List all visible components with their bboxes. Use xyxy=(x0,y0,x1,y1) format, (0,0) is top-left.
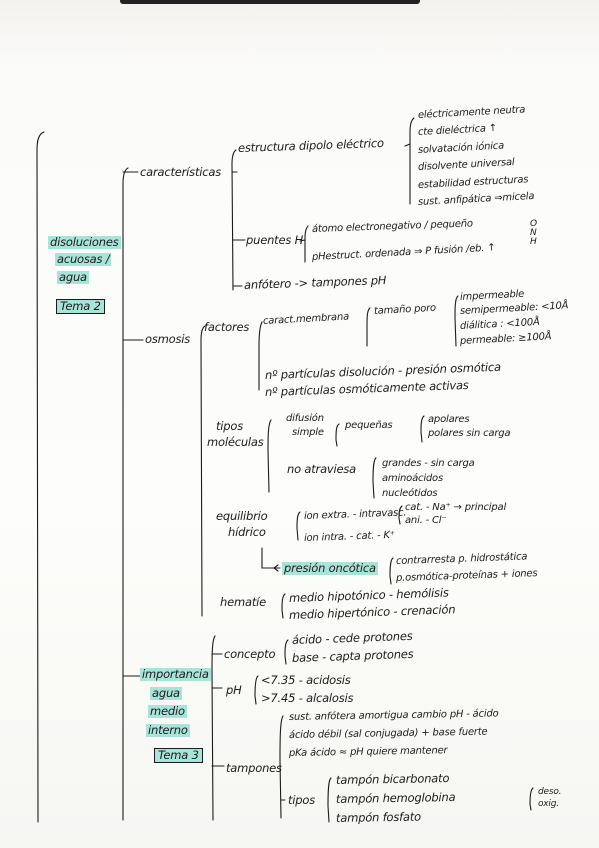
no-atraviesa-label: no atraviesa xyxy=(287,462,357,476)
presion-oncotica-label: presión oncótica xyxy=(282,561,378,575)
page-top-edge xyxy=(120,0,420,4)
tampones-label: tampones xyxy=(226,761,282,775)
tampones-tipo-1: tampón bicarbonato xyxy=(335,771,450,787)
puentes-element-h: H xyxy=(530,237,537,247)
tipos-label-line-1: tipos xyxy=(216,419,244,433)
root-tag: Tema 2 xyxy=(56,299,105,314)
ph-item-2: >7.45 - alcalosis xyxy=(261,691,354,705)
importancia-line-4: interno xyxy=(146,723,190,737)
tipos-label-line-2: moléculas xyxy=(207,435,264,449)
root-title-line-2: acuosas / xyxy=(55,252,112,266)
extra-item-1: cat. - Na⁺ → principal xyxy=(405,502,507,513)
hb-item-2: oxig. xyxy=(538,799,559,809)
no-atraviesa-item-1: grandes - sin carga xyxy=(382,458,475,469)
hb-item-1: deso. xyxy=(538,787,562,797)
puentes-element-n: N xyxy=(530,228,537,238)
difusion-line-1: difusión xyxy=(286,413,324,424)
ph-item-1: <7.35 - acidosis xyxy=(261,673,351,687)
root-title-line-1: disoluciones xyxy=(48,235,121,249)
no-atraviesa-item-2: aminoácidos xyxy=(382,473,443,484)
caract-label: características xyxy=(140,165,222,179)
hematie-label: hematíe xyxy=(220,595,266,609)
tampones-tipos-label: tipos xyxy=(288,793,316,807)
importancia-line-2: agua xyxy=(150,686,182,700)
root-title-line-3: agua xyxy=(57,270,89,284)
no-atraviesa-item-3: nucleótidos xyxy=(382,488,438,499)
importancia-tag: Tema 3 xyxy=(154,748,203,763)
pequenas-label: pequeñas xyxy=(345,420,393,431)
osmosis-label: osmosis xyxy=(145,332,191,346)
tampones-tipo-3: tampón fosfato xyxy=(335,809,422,825)
extra-item-2: ani. - Cl⁻ xyxy=(405,515,447,526)
tampones-tipo-2: tampón hemoglobina xyxy=(335,789,456,806)
factores-label: factores xyxy=(204,320,250,334)
importancia-line-3: medio xyxy=(148,704,187,718)
concepto-label: concepto xyxy=(224,647,276,661)
difusion-line-2: simple xyxy=(292,427,324,438)
puentes-element-o: O xyxy=(530,219,537,229)
ph-label: pH xyxy=(226,683,242,697)
equilibrio-line-2: hídrico xyxy=(228,525,266,539)
importancia-line-1: importancia xyxy=(140,667,211,681)
pequenas-item-1: apolares xyxy=(428,414,470,425)
equilibrio-line-1: equilibrio xyxy=(216,509,268,523)
puentes-label: puentes H xyxy=(246,233,304,247)
pequenas-item-2: polares sin carga xyxy=(428,428,511,439)
